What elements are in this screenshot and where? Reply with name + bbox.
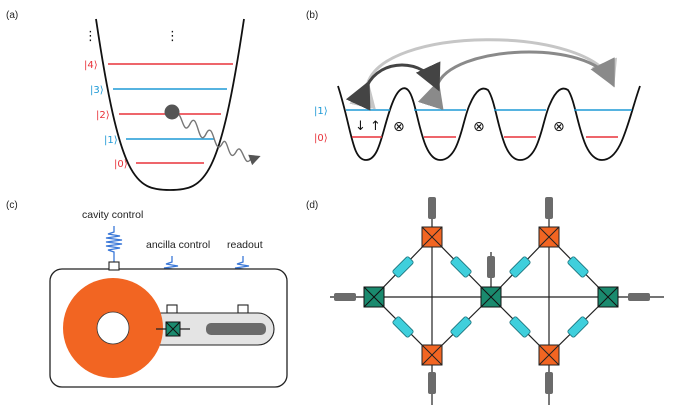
crossed-square-icon	[480, 286, 502, 308]
panel-a: (a) ⋮ ⋮ |4⟩ |3⟩ |2⟩ |1⟩ |0⟩	[6, 10, 261, 191]
cyan-couplers	[392, 256, 589, 338]
readout-resonator-top-right	[545, 197, 553, 219]
tensor-symbol-2: ⊗	[473, 119, 485, 135]
coupling-arc-light	[349, 38, 617, 110]
ancilla-port	[166, 304, 178, 314]
panel-c-label: (c)	[6, 200, 18, 211]
readout-resonator-right	[628, 293, 650, 301]
crossed-square-icon	[363, 286, 385, 308]
ket-0: |0⟩	[114, 159, 128, 170]
vdots-left: ⋮	[84, 29, 97, 44]
crossed-square-icon	[597, 286, 619, 308]
cavity-control-label: cavity control	[82, 209, 143, 221]
ket-4: |4⟩	[84, 60, 98, 71]
ket-2: |2⟩	[96, 110, 110, 121]
panel-c: (c) cavity control ancilla control reado…	[6, 200, 288, 388]
panel-d-label: (d)	[306, 200, 318, 211]
ket-3: |3⟩	[90, 85, 104, 96]
readout-resonator-top-left	[428, 197, 436, 219]
tensor-symbol-1: ⊗	[393, 119, 405, 135]
readout-resonator-bottom-right	[545, 372, 553, 394]
readout-resonator-middle	[487, 256, 495, 278]
photon-wave	[173, 113, 261, 166]
ancilla-control-label: ancilla control	[146, 239, 210, 251]
particle	[164, 104, 180, 120]
ket-b-0: |0⟩	[314, 133, 328, 144]
coupling-arc-mid	[417, 50, 615, 111]
readout-port	[237, 304, 249, 314]
readout-resonator	[206, 323, 266, 335]
ket-b-1: |1⟩	[314, 106, 328, 117]
crossed-square-icon	[538, 344, 560, 366]
cavity-port	[108, 261, 120, 271]
crossed-square-icon	[421, 344, 443, 366]
cavity-hole	[96, 311, 130, 345]
panel-d: (d)	[306, 197, 664, 405]
coupling-arc-dark	[345, 61, 441, 111]
harmonic-potential	[95, 18, 245, 191]
panel-b: (b) |1⟩ |0⟩ ↓ ↑ ⊗ ⊗ ⊗	[306, 10, 641, 161]
panel-a-label: (a)	[6, 10, 18, 21]
crossed-square-icon	[421, 226, 443, 248]
ket-1: |1⟩	[104, 135, 118, 146]
readout-resonator-left	[334, 293, 356, 301]
readout-resonator-bottom-left	[428, 372, 436, 394]
panel-b-label: (b)	[306, 10, 318, 21]
lattice-potential	[337, 85, 641, 161]
cavity-control-pulse	[105, 226, 123, 262]
crossed-square-icon	[538, 226, 560, 248]
spin-arrows: ↓ ↑	[355, 119, 381, 134]
tensor-symbol-3: ⊗	[553, 119, 565, 135]
crossed-square-icon	[165, 321, 181, 337]
vdots-middle: ⋮	[166, 29, 179, 44]
readout-label: readout	[227, 239, 263, 251]
